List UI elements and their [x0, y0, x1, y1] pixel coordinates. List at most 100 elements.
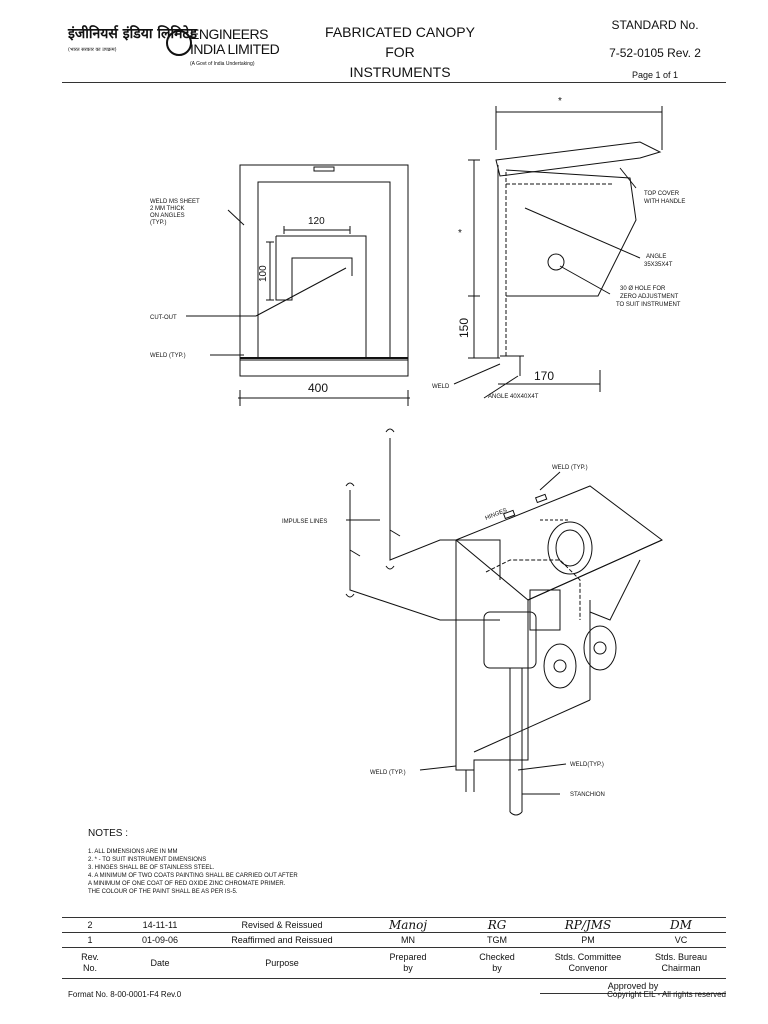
drawing-title: FABRICATED CANOPY FOR INSTRUMENTS	[300, 22, 500, 82]
rev-no: 2	[62, 917, 118, 933]
dim-120: 120	[308, 216, 325, 227]
label-weld-ms-sheet-2: 2 mm THICK	[150, 206, 185, 212]
label-top-cover-2: WITH HANDLE	[644, 199, 685, 205]
logo-english-sub: (A Govt of India Undertaking)	[190, 61, 255, 67]
logo-hindi-text: इंजीनियर्स इंडिया लिमिटेड	[68, 26, 198, 42]
iso-canopy-top	[455, 485, 663, 601]
label-weld-typ-right: WELD(TYP.)	[570, 762, 604, 768]
label-weld-ms-sheet-3: ON ANGLES	[150, 213, 185, 219]
standard-label: STANDARD No.	[611, 18, 699, 32]
standard-number: 7-52-0105 Rev. 2	[609, 46, 701, 60]
standard-block: STANDARD No. 7-52-0105 Rev. 2 Page 1 of …	[560, 18, 750, 80]
header-purpose: Purpose	[202, 947, 362, 979]
header-approved-by: Approved by	[540, 978, 726, 994]
rev-checked: TGM	[454, 932, 540, 948]
label-weld-typ-front: WELD (TYP.)	[150, 353, 186, 359]
rev-prepared: Manoj	[362, 917, 454, 933]
label-stanchion: STANCHION	[570, 792, 605, 798]
front-view-inner	[257, 181, 391, 359]
header-chairman-2: Chairman	[661, 963, 701, 973]
label-angle-1: ANGLE	[646, 254, 666, 260]
rev-date: 14-11-11	[118, 917, 202, 933]
header-checked-by: by	[492, 963, 502, 973]
dim-star-top: *	[558, 96, 562, 107]
label-weld-side: WELD	[432, 384, 450, 390]
dim-400: 400	[308, 381, 328, 395]
rev-purpose: Revised & Reissued	[202, 917, 362, 933]
logo-hindi: इंजीनियर्स इंडिया लिमिटेड (भारत सरकार का…	[68, 26, 197, 58]
header-prepared-label: Prepared	[389, 952, 427, 962]
notes-title: NOTES :	[88, 828, 129, 839]
iso-canopy-front	[455, 540, 529, 771]
revision-row: 2 14-11-11 Revised & Reissued Manoj RG R…	[62, 917, 726, 933]
rev-convenor: PM	[540, 932, 636, 948]
label-hole-1: 30 Ø HOLE FOR	[620, 286, 666, 292]
label-top-cover-1: TOP COVER	[644, 191, 680, 197]
format-number: Format No. 8-00-0001-F4 Rev.0	[68, 990, 182, 999]
label-angle-40: ANGLE 40X40X4t	[488, 394, 539, 400]
dim-star-side: *	[458, 228, 462, 239]
side-view-body	[505, 169, 637, 297]
page-number: Page 1 of 1	[631, 70, 679, 80]
header-convenor-2: Convenor	[568, 963, 608, 973]
header-rev-label: Rev.	[81, 952, 99, 962]
top-cover	[495, 141, 662, 177]
title-line2: FOR	[385, 44, 415, 60]
copyright: Copyright EIL - All rights reserved	[607, 990, 726, 999]
logo-english-line1: ENGINEERS	[190, 26, 268, 42]
rev-purpose: Reaffirmed and Reissued	[202, 932, 362, 948]
note-1: 1. ALL DIMENSIONS ARE IN mm	[88, 849, 178, 855]
note-2: 2. * - TO SUIT INSTRUMENT DIMENSIONS	[88, 857, 207, 863]
title-line1: FABRICATED CANOPY	[325, 24, 475, 40]
notes-list: 1. ALL DIMENSIONS ARE IN mm 2. * - TO SU…	[88, 848, 298, 896]
header-date: Date	[118, 947, 202, 979]
label-weld-typ-left: WELD (TYP.)	[370, 770, 406, 776]
header-no-label: No.	[82, 963, 97, 973]
header-convenor-1: Stds. Committee	[554, 952, 622, 962]
label-angle-2: 35X35X4t	[644, 262, 673, 268]
revision-table: 2 14-11-11 Revised & Reissued Manoj RG R…	[62, 917, 726, 994]
impulse-line-2	[349, 490, 500, 621]
label-weld-ms-sheet-1: WELD MS SHEET	[150, 199, 200, 205]
note-3: 3. HINGES SHALL BE OF STAINLESS STEEL.	[88, 865, 215, 871]
dim-100: 100	[258, 265, 269, 282]
header-rev: Rev.No.	[62, 947, 118, 979]
logo-english-line2: INDIA LIMITED	[190, 41, 280, 57]
eil-emblem-icon	[166, 30, 192, 56]
label-hinges: HINGES	[485, 508, 509, 522]
title-line3: INSTRUMENTS	[349, 64, 451, 80]
label-weld-typ-iso: WELD (TYP.)	[552, 465, 588, 471]
front-view-outer	[239, 164, 409, 361]
zero-adjust-hole	[547, 253, 565, 271]
label-hole-2: ZERO ADJUSTMENT	[620, 294, 679, 300]
header-divider	[62, 82, 726, 83]
label-hole-3: TO SUIT INSTRUMENT	[616, 302, 681, 308]
cut-out-outline	[275, 235, 367, 358]
rev-checked: RG	[454, 917, 540, 933]
label-weld-ms-sheet-4: (TYP.)	[150, 220, 167, 226]
note-4-cont-1: A MINIMUM OF ONE COAT OF RED OXIDE ZINC …	[88, 881, 286, 887]
impulse-line-1	[389, 438, 501, 580]
note-4: 4. A MINIMUM OF TWO COATS PAINTING SHALL…	[88, 873, 298, 879]
label-impulse-lines: IMPULSE LINES	[282, 519, 327, 525]
rev-chairman: DM	[636, 917, 726, 933]
rev-chairman: VC	[636, 932, 726, 948]
logo-hindi-sub: (भारत सरकार का उपक्रम)	[68, 47, 117, 53]
note-4-cont-2: THE COLOUR OF THE PAINT SHALL BE AS PER …	[88, 889, 238, 895]
rev-convenor: RP/JMS	[540, 917, 636, 933]
logo-english: ENGINEERS INDIA LIMITED (A Govt of India…	[190, 26, 280, 72]
dim-170: 170	[534, 369, 554, 383]
iso-instrument-dial	[547, 521, 593, 575]
rev-no: 1	[62, 932, 118, 948]
label-cut-out: CUT-OUT	[150, 315, 177, 321]
dim-150: 150	[457, 318, 471, 338]
header-prepared-by: by	[403, 963, 413, 973]
header-chairman-1: Stds. Bureau	[654, 952, 708, 962]
rev-date: 01-09-06	[118, 932, 202, 948]
rev-prepared: MN	[362, 932, 454, 948]
